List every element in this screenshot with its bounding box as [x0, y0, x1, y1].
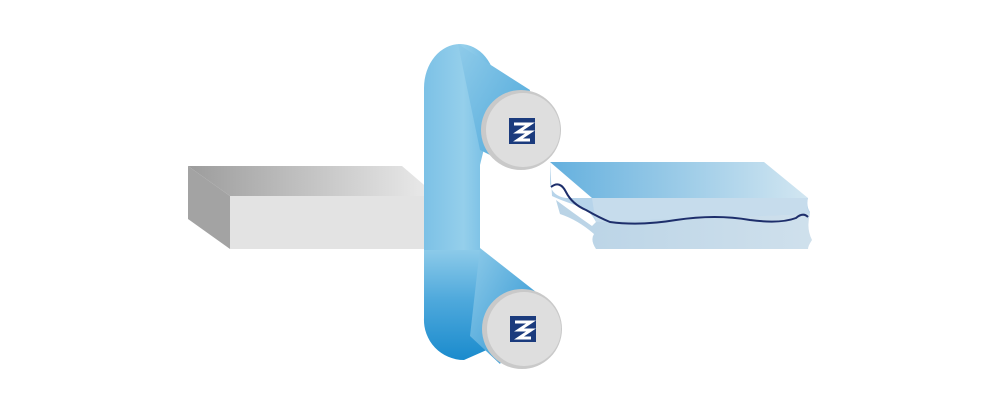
z-logo-icon	[509, 118, 535, 144]
raw-block-side	[188, 166, 230, 249]
raw-block	[188, 166, 437, 249]
raw-block-front	[230, 196, 437, 249]
bottom-roller	[482, 289, 562, 369]
z-logo-icon	[510, 316, 536, 342]
laminated-block	[550, 162, 812, 249]
bond-line	[550, 183, 809, 225]
laminated-block-upper-front	[592, 198, 810, 222]
raw-block-top	[188, 166, 437, 196]
laminated-block-top	[550, 162, 808, 198]
laminated-block-lower-layer	[556, 200, 812, 249]
top-roller	[481, 90, 561, 170]
